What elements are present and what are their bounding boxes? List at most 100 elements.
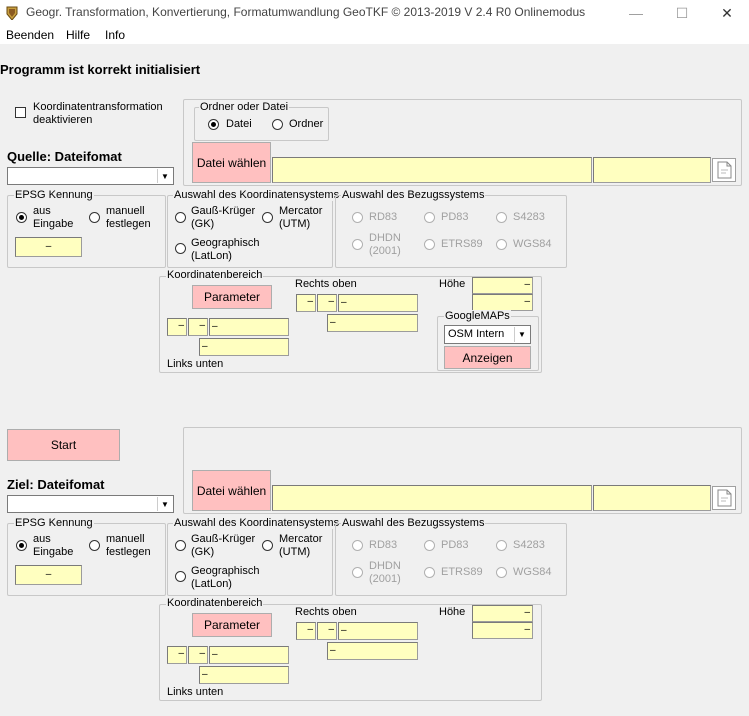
target-coordsys-radio-geo[interactable] (175, 571, 186, 582)
source-coordsys-radio-gk[interactable] (175, 212, 186, 223)
target-gk-label-2: (GK) (191, 546, 215, 558)
source-coordsys-radio-mercator[interactable] (262, 212, 273, 223)
target-ll-field-4-text: – (202, 669, 208, 680)
target-choose-file-button[interactable]: Datei wählen (192, 470, 271, 511)
target-refsys-radio-dhdn[interactable] (352, 567, 363, 578)
source-epsg-radio-manuell[interactable] (89, 212, 100, 223)
minimize-button[interactable]: — (613, 0, 659, 26)
source-refsys-radio-s4283[interactable] (496, 212, 507, 223)
deactivate-label-line1: Koordinatentransformation (33, 101, 163, 113)
source-ur-field-2[interactable]: – (317, 294, 337, 312)
source-filename-field[interactable] (593, 157, 711, 183)
target-wgs84-label: WGS84 (513, 566, 552, 578)
deactivate-transformation-checkbox[interactable] (15, 107, 26, 118)
target-ur-field-1[interactable]: – (296, 622, 316, 640)
source-choose-file-button[interactable]: Datei wählen (192, 142, 271, 183)
source-height-field-1[interactable]: – (472, 277, 533, 294)
target-filename-field[interactable] (593, 485, 711, 511)
source-epsg-radio-eingabe[interactable] (16, 212, 27, 223)
target-mercator-label-1: Mercator (279, 533, 323, 545)
source-epsg-field[interactable]: – (15, 237, 82, 257)
target-etrs89-label: ETRS89 (441, 566, 483, 578)
target-s4283-label: S4283 (513, 539, 545, 551)
target-refsys-radio-rd83[interactable] (352, 540, 363, 551)
googlemaps-show-button[interactable]: Anzeigen (444, 346, 531, 369)
target-refsys-radio-s4283[interactable] (496, 540, 507, 551)
target-epsg-field[interactable]: – (15, 565, 82, 585)
target-ur-field-2[interactable]: – (317, 622, 337, 640)
target-dhdn-label-1: DHDN (369, 560, 401, 572)
source-ll-field-3[interactable]: – (209, 318, 289, 336)
target-ll-field-3[interactable]: – (209, 646, 289, 664)
radio-ordner[interactable] (272, 119, 283, 130)
target-format-select[interactable]: ▼ (7, 495, 174, 513)
target-file-panel (183, 427, 742, 514)
source-refsys-radio-etrs89[interactable] (424, 239, 435, 250)
source-path-field[interactable] (272, 157, 592, 183)
maximize-icon: ☐ (675, 4, 689, 21)
target-epsg-radio-eingabe[interactable] (16, 540, 27, 551)
target-geo-label-2: (LatLon) (191, 578, 232, 590)
target-parameter-button[interactable]: Parameter (192, 613, 272, 637)
source-coordsys-radio-geo[interactable] (175, 243, 186, 254)
source-gk-label-1: Gauß-Krüger (191, 205, 256, 217)
source-upper-right-label: Rechts oben (295, 278, 357, 290)
target-height-field-2[interactable]: – (472, 622, 533, 639)
target-coordrange-legend: Koordinatenbereich (166, 597, 264, 609)
target-epsg-legend: EPSG Kennung (14, 517, 94, 529)
target-height-field-1[interactable]: – (472, 605, 533, 622)
source-refsys-radio-wgs84[interactable] (496, 239, 507, 250)
target-epsg-radio-manuell[interactable] (89, 540, 100, 551)
target-browse-button[interactable] (712, 486, 736, 510)
target-refsys-radio-pd83[interactable] (424, 540, 435, 551)
target-ur-field-3[interactable]: – (338, 622, 418, 640)
source-ur-field-3[interactable]: – (338, 294, 418, 312)
target-epsg-eingabe-label-1: aus (33, 533, 51, 545)
target-coordsys-radio-gk[interactable] (175, 540, 186, 551)
target-format-heading: Ziel: Dateifomat (7, 477, 105, 492)
target-coordsys-radio-mercator[interactable] (262, 540, 273, 551)
source-ll-field-3-text: – (212, 321, 218, 332)
document-icon (717, 161, 732, 179)
target-path-field[interactable] (272, 485, 592, 511)
target-refsys-radio-etrs89[interactable] (424, 567, 435, 578)
source-ll-field-4[interactable]: – (199, 338, 289, 356)
maximize-button[interactable]: ☐ (659, 0, 705, 26)
source-browse-button[interactable] (712, 158, 736, 182)
source-refsys-radio-pd83[interactable] (424, 212, 435, 223)
start-button[interactable]: Start (7, 429, 120, 461)
source-ll-field-2[interactable]: – (188, 318, 208, 336)
source-parameter-button[interactable]: Parameter (192, 285, 272, 309)
close-button[interactable]: ✕ (704, 0, 749, 26)
target-ll-field-2[interactable]: – (188, 646, 208, 664)
target-ll-field-3-text: – (212, 649, 218, 660)
target-ur-field-4[interactable]: – (327, 642, 418, 660)
source-refsys-radio-rd83[interactable] (352, 212, 363, 223)
chevron-down-icon: ▼ (157, 169, 172, 183)
target-ll-field-1[interactable]: – (167, 646, 187, 664)
source-height-field-2[interactable]: – (472, 294, 533, 311)
source-ll-field-1[interactable]: – (167, 318, 187, 336)
source-ur-field-1[interactable]: – (296, 294, 316, 312)
source-dhdn-label-2: (2001) (369, 245, 401, 257)
status-text: Programm ist korrekt initialisiert (0, 62, 201, 77)
target-height-label: Höhe (439, 606, 466, 618)
source-format-select[interactable]: ▼ (7, 167, 174, 185)
source-ur-field-4[interactable]: – (327, 314, 418, 332)
source-height-label: Höhe (439, 278, 466, 290)
googlemaps-select[interactable]: OSM Intern ▼ (444, 325, 531, 344)
menu-hilfe[interactable]: Hilfe (66, 28, 91, 42)
target-ll-field-4[interactable]: – (199, 666, 289, 684)
radio-ordner-label: Ordner (289, 118, 324, 130)
menu-beenden[interactable]: Beenden (6, 28, 55, 42)
target-refsys-radio-wgs84[interactable] (496, 567, 507, 578)
target-epsg-eingabe-label-2: Eingabe (33, 546, 74, 558)
source-refsys-radio-dhdn[interactable] (352, 239, 363, 250)
source-gk-label-2: (GK) (191, 218, 215, 230)
menu-info[interactable]: Info (105, 28, 126, 42)
source-dhdn-label-1: DHDN (369, 232, 401, 244)
source-pd83-label: PD83 (441, 211, 469, 223)
source-lower-left-label: Links unten (167, 358, 224, 370)
target-geo-label-1: Geographisch (191, 565, 260, 577)
radio-datei[interactable] (208, 119, 219, 130)
